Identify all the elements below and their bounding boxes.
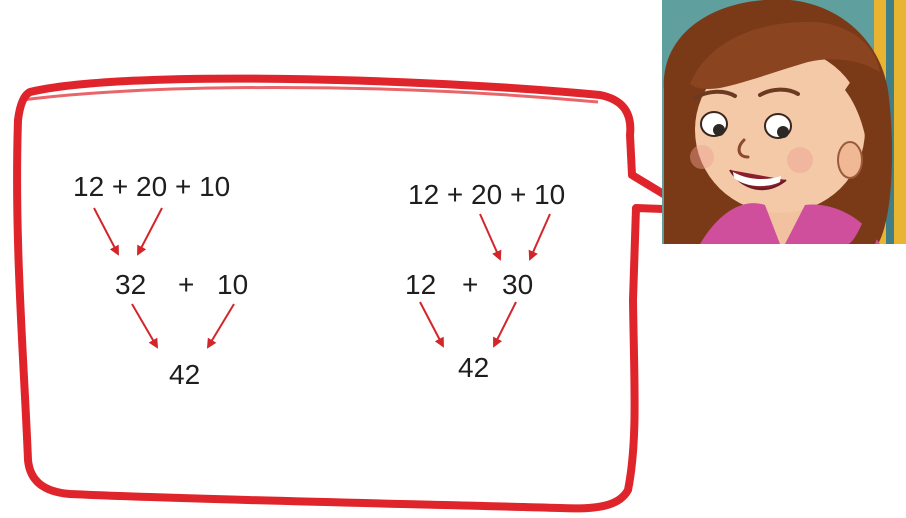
left-step-right: 10 <box>217 269 249 300</box>
girl-right-cheek-icon <box>787 147 813 173</box>
right-step-left: 12 <box>405 269 437 300</box>
girl-right-eyebrow <box>758 87 800 97</box>
girl-shirt-icon <box>700 203 780 244</box>
arrow-right-4 <box>493 301 517 348</box>
right-step-right: 30 <box>502 269 534 300</box>
arrow-left-1 <box>93 207 119 256</box>
speech-bubble-inner-sketch <box>16 86 599 471</box>
girl-portrait <box>662 0 906 244</box>
girl-ear-icon <box>837 141 863 179</box>
right-method-arrows <box>419 213 551 348</box>
girl-hair-front-right <box>845 68 891 244</box>
left-method-arrows <box>93 207 235 349</box>
girl-teeth-icon <box>733 172 781 187</box>
arrow-left-3 <box>131 303 159 349</box>
left-expression: 12 + 20 + 10 <box>73 171 231 202</box>
arrow-right-2 <box>528 213 551 261</box>
left-step-operator: + <box>178 269 195 300</box>
left-result: 42 <box>169 359 201 390</box>
girl-left-cheek-icon <box>690 145 714 169</box>
arrow-left-4 <box>206 303 235 349</box>
girl-left-eyebrow <box>693 89 737 100</box>
left-step-left: 32 <box>115 269 147 300</box>
arrow-right-1 <box>479 213 502 261</box>
girl-left-pupil-icon <box>713 124 725 136</box>
girl-shirt-right-icon <box>785 204 880 244</box>
girl-bangs <box>690 21 880 89</box>
girl-nose-icon <box>737 138 750 159</box>
arrow-right-3 <box>419 301 444 348</box>
right-result: 42 <box>458 352 490 383</box>
girl-right-pupil-icon <box>777 126 789 138</box>
arrow-left-2 <box>137 207 163 256</box>
right-expression: 12 + 20 + 10 <box>408 179 566 210</box>
speech-bubble-outline <box>13 74 694 513</box>
speech-bubble <box>13 74 694 513</box>
right-step-operator: + <box>462 269 479 300</box>
